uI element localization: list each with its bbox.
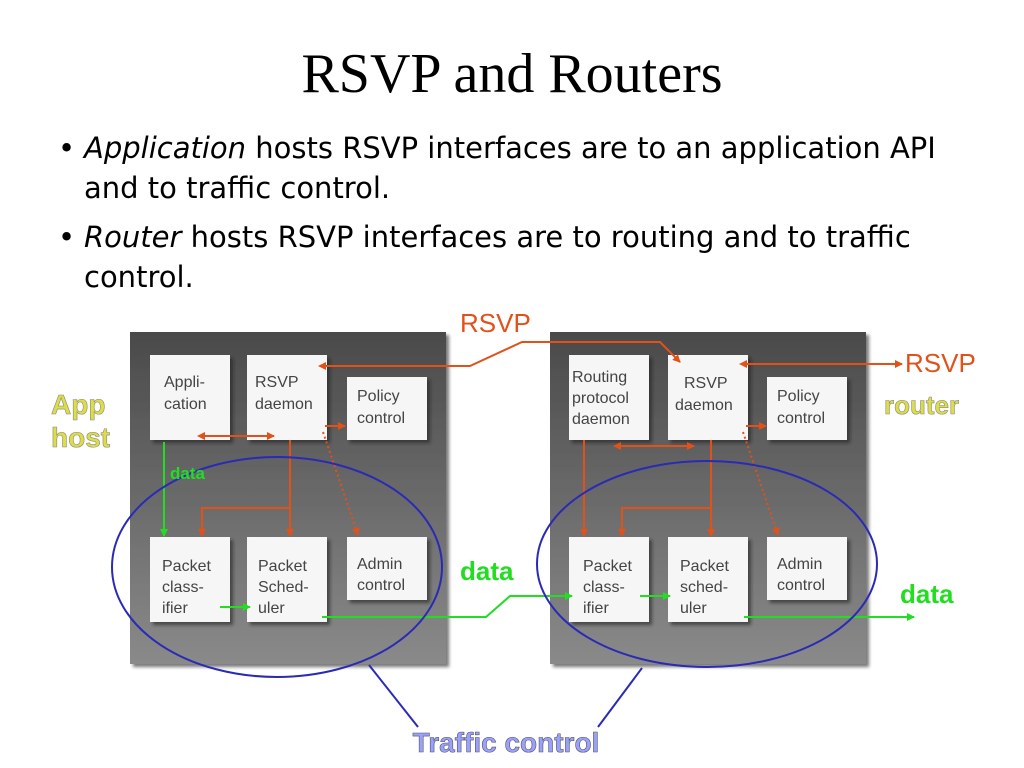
data-label-inner: data — [170, 464, 206, 483]
bullet-application: • Application hosts RSVP interfaces are … — [58, 128, 998, 208]
box-label: sched- — [680, 579, 728, 596]
box-label: RSVP — [684, 375, 728, 392]
box-label: daemon — [675, 397, 733, 414]
box-label: cation — [164, 396, 207, 413]
box-label: control — [777, 577, 825, 594]
box-label: Packet — [680, 558, 729, 575]
box-policy-control-right: Policy control — [767, 377, 847, 440]
bullet-emphasis: Application — [84, 131, 247, 165]
box-admin-control-left: Admin control — [347, 537, 427, 600]
data-label-right: data — [900, 579, 954, 609]
box-label: daemon — [255, 396, 313, 413]
box-label: protocol — [572, 390, 629, 407]
box-routing-daemon: Routing protocol daemon — [569, 355, 649, 440]
box-label: Appli- — [164, 374, 205, 391]
box-application: Appli- cation — [150, 355, 230, 440]
box-admin-control-right: Admin control — [767, 537, 847, 600]
box-label: control — [357, 577, 405, 594]
box-label: daemon — [572, 411, 630, 428]
orange-connectors-right — [580, 360, 903, 537]
box-label: control — [777, 410, 825, 427]
box-label: Policy — [357, 388, 400, 405]
traffic-control-region — [111, 456, 878, 728]
box-packet-classifier-left: Packet class- ifier — [150, 537, 230, 622]
box-packet-scheduler-left: Packet Sched- uler — [247, 537, 327, 622]
box-label: ifier — [583, 600, 609, 617]
data-label-mid: data — [460, 556, 514, 586]
box-rsvp-daemon-left: RSVP daemon — [247, 355, 327, 440]
box-label: class- — [583, 579, 625, 596]
box-label: uler — [680, 600, 707, 617]
box-policy-control-left: Policy control — [347, 377, 427, 440]
bullet-list: • Application hosts RSVP interfaces are … — [58, 128, 998, 306]
bullet-text: hosts RSVP interfaces are to an applicat… — [84, 131, 936, 205]
app-host-label-line1: App — [51, 389, 105, 420]
box-label: Sched- — [258, 579, 309, 596]
bullet-dot: • — [58, 131, 76, 165]
app-host-label-line2: host — [51, 422, 110, 453]
bullet-emphasis: Router — [84, 220, 182, 254]
orange-connectors-left — [197, 341, 681, 537]
box-rsvp-daemon-right: RSVP daemon — [668, 355, 748, 440]
data-paths — [160, 442, 915, 621]
box-label: Routing — [572, 369, 627, 386]
rsvp-label-top: RSVP — [460, 308, 531, 338]
bullet-dot: • — [58, 220, 76, 254]
bullet-router: • Router hosts RSVP interfaces are to ro… — [58, 217, 998, 297]
traffic-control-label: Traffic control — [413, 727, 600, 758]
box-label: Packet — [258, 558, 307, 575]
box-packet-classifier-right: Packet class- ifier — [569, 537, 649, 622]
rsvp-label-right: RSVP — [905, 348, 976, 378]
box-label: control — [357, 410, 405, 427]
box-label: Admin — [357, 556, 402, 573]
router-label: router — [884, 390, 959, 420]
box-label: ifier — [162, 600, 188, 617]
box-label: Admin — [777, 556, 822, 573]
bullet-text: hosts RSVP interfaces are to routing and… — [84, 220, 911, 294]
box-label: uler — [258, 600, 285, 617]
slide-title: RSVP and Routers — [301, 43, 723, 105]
box-label: RSVP — [255, 374, 299, 391]
box-label: Policy — [777, 388, 820, 405]
box-label: Packet — [162, 558, 211, 575]
box-packet-scheduler-right: Packet sched- uler — [668, 537, 748, 622]
box-label: class- — [162, 579, 204, 596]
box-label: Packet — [583, 558, 632, 575]
